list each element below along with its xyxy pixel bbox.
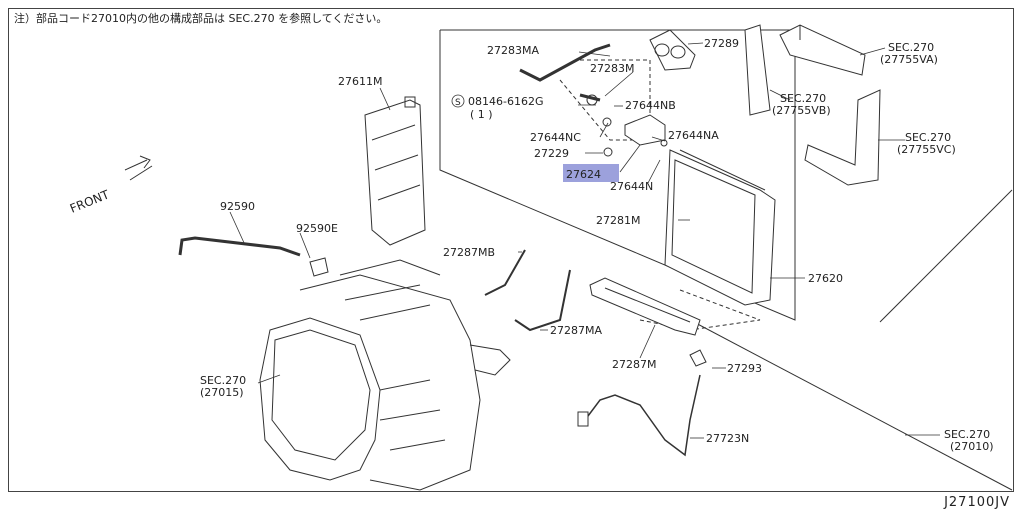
module-boundary-diagonal [879,189,1013,323]
reference-note: 注）部品コード27010内の他の構成部品は SEC.270 を参照してください。 [14,12,388,25]
label-27283m[interactable]: 27283M [590,62,634,75]
label-92590[interactable]: 92590 [220,200,255,213]
s-mark-icon [451,94,465,108]
label-sec-vb-sub: (27755VB) [772,104,831,117]
label-27293[interactable]: 27293 [727,362,762,375]
panel-27755va-shape [779,24,866,76]
label-27229[interactable]: 27229 [534,147,569,160]
connector-shape [577,411,589,427]
panel-27755vb-shape [744,24,771,116]
label-92590e[interactable]: 92590E [296,222,338,235]
label-08146-qty: ( 1 ) [470,108,493,121]
label-27287ma[interactable]: 27287MA [550,324,602,337]
label-sec-va[interactable]: SEC.270 [888,41,934,54]
label-27624[interactable]: 27624 [566,168,601,181]
label-08146-6162g[interactable]: 08146-6162G [468,95,543,108]
valve-block-shape [586,94,668,157]
label-27289[interactable]: 27289 [704,37,739,50]
pipe-27283ma-shape [519,43,611,82]
module-boundary-line [439,29,796,321]
label-27644nb[interactable]: 27644NB [625,99,676,112]
diagram-code: J27100JV [944,495,1010,510]
hose-92590-shape [178,236,301,257]
gasket-27289-shape [649,29,696,71]
bracket-27287m-shape [589,277,701,336]
label-27723n[interactable]: 27723N [706,432,749,445]
dashed-guide-line-4 [679,289,761,321]
label-27644n[interactable]: 27644N [610,180,653,193]
rod-27287ma-shape [514,269,571,332]
label-s-prefix: S [455,98,461,108]
label-sec-010[interactable]: SEC.270 [944,428,990,441]
label-27281m[interactable]: 27281M [596,214,640,227]
label-sec-vb[interactable]: SEC.270 [780,92,826,105]
duct-27611m-shape [364,96,426,246]
front-label: FRONT [68,187,112,216]
label-group: 27283MA 27289 27283M S 08146-6162G ( 1 )… [68,37,994,453]
label-27620[interactable]: 27620 [808,272,843,285]
label-27283ma[interactable]: 27283MA [487,44,539,57]
label-27287mb[interactable]: 27287MB [443,246,495,259]
heater-core-shape [664,149,776,306]
label-27644na[interactable]: 27644NA [668,129,719,142]
label-27644nc[interactable]: 27644NC [530,131,581,144]
panel-27755vc-shape [804,89,881,186]
module-boundary-line-lower [689,319,1013,491]
clip-27293-shape [689,349,707,367]
label-sec-015[interactable]: SEC.270 [200,374,246,387]
harness-27723n-shape [584,374,701,457]
label-27611m[interactable]: 27611M [338,75,382,88]
diagram-frame [8,8,1014,492]
clip-92590e-shape [309,257,329,277]
dashed-guide-line [580,59,651,135]
label-sec-010-sub: (27010) [950,440,994,453]
label-sec-va-sub: (27755VA) [880,53,938,66]
leader-lines [229,42,940,439]
highlight-box-27624 [563,164,619,182]
rod-27287mb-shape [484,249,526,296]
label-27287m[interactable]: 27287M [612,358,656,371]
label-sec-vc[interactable]: SEC.270 [905,131,951,144]
label-sec-015-sub: (27015) [200,386,244,399]
label-sec-vc-sub: (27755VC) [897,143,956,156]
front-arrow-icon [124,155,153,181]
heater-unit-27015-shape [259,259,511,491]
pipe-27283m-shape [579,93,601,102]
dashed-guide-line-2 [559,79,660,141]
